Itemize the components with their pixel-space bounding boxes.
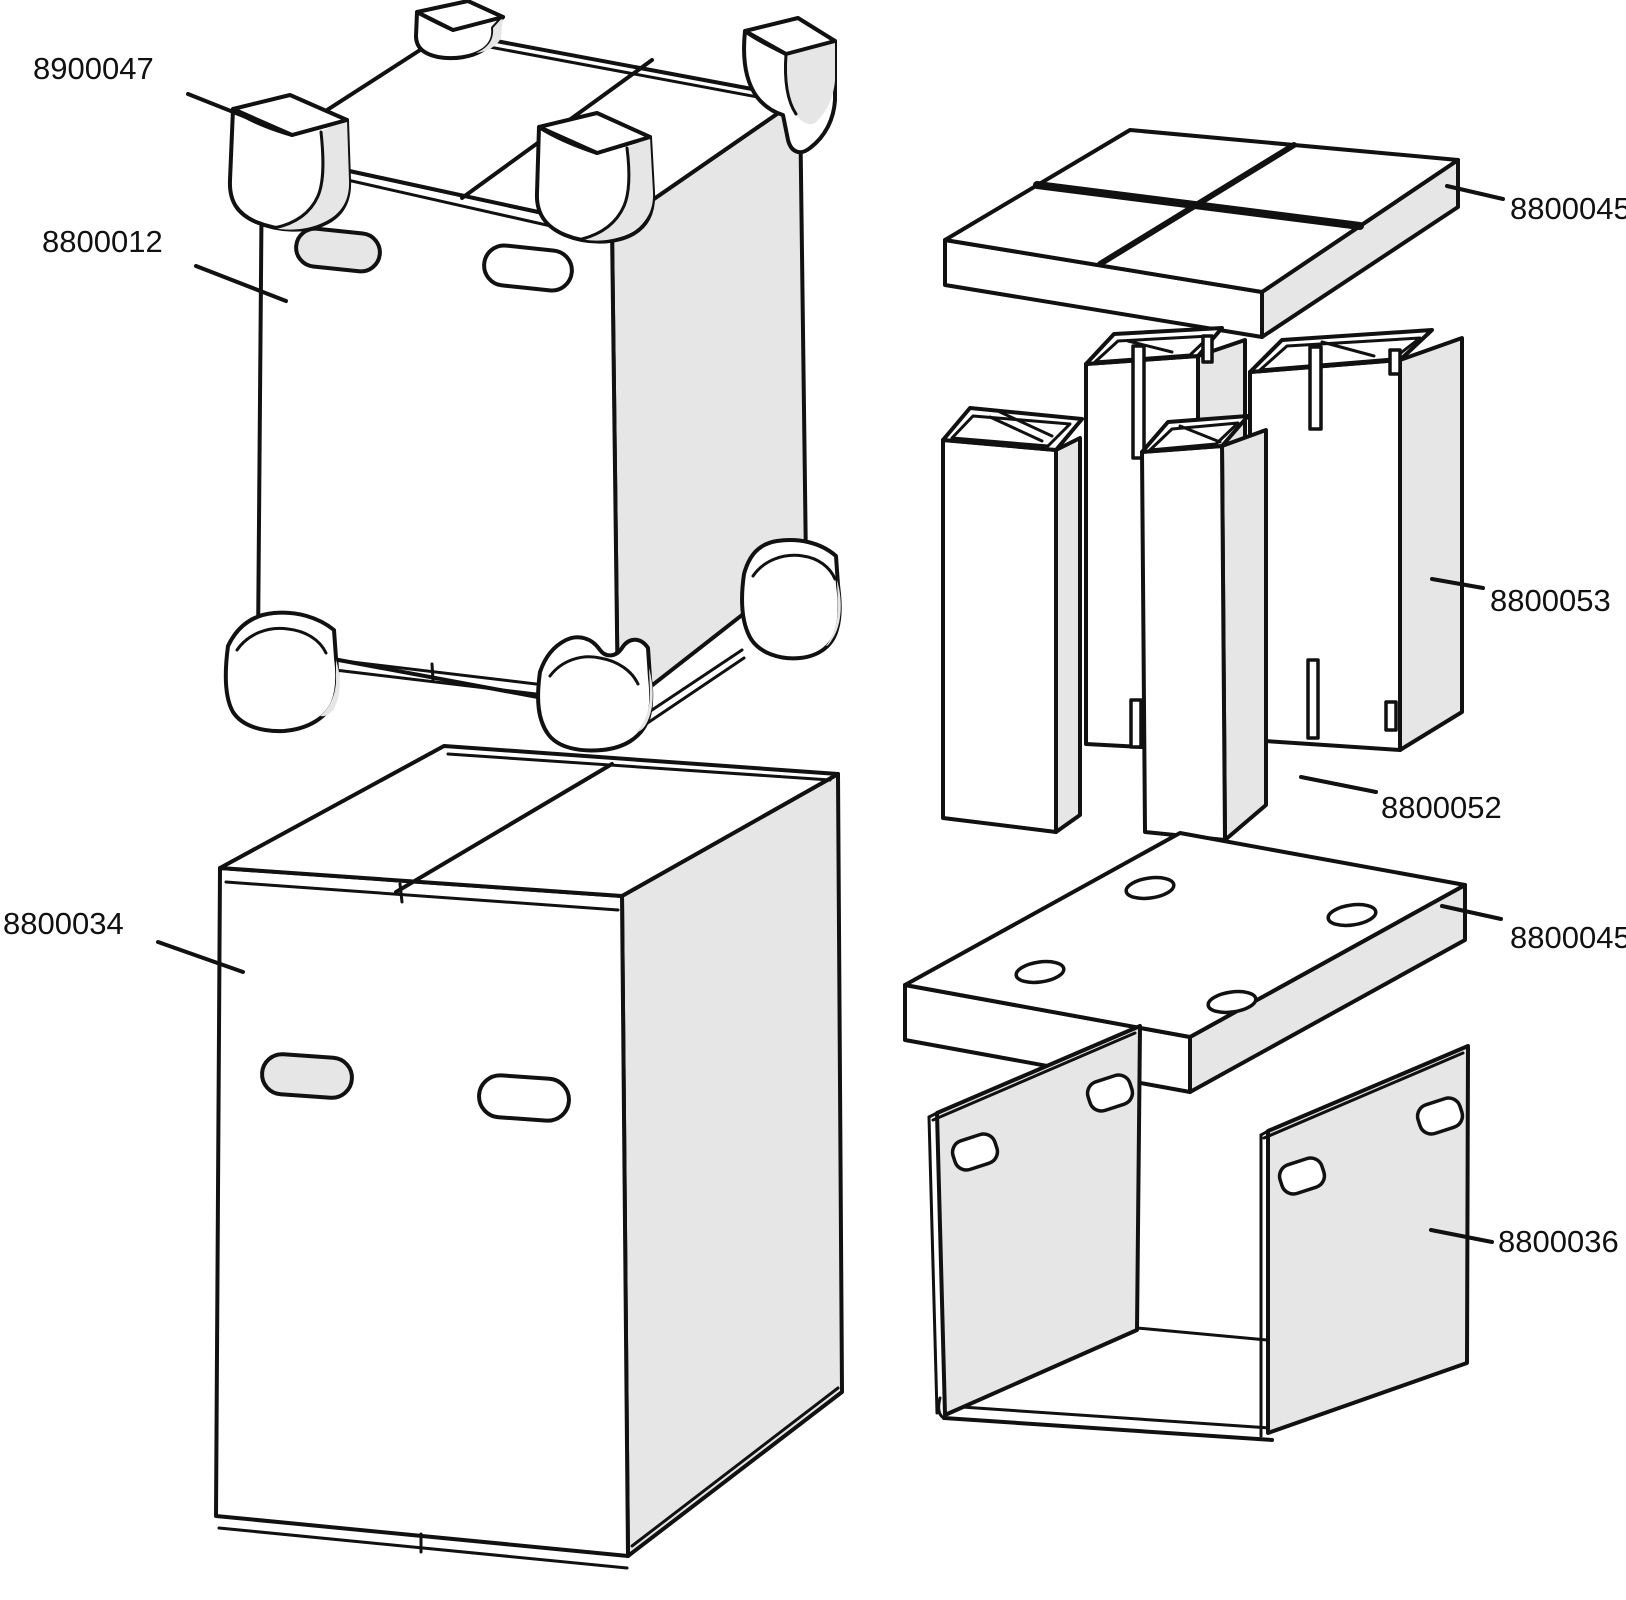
outer-box [214, 744, 844, 1570]
post-front [1140, 444, 1227, 842]
post-slot [1384, 700, 1398, 732]
post-slot [1306, 658, 1320, 740]
part-label-corner-post-tall: 8800053 [1490, 583, 1611, 618]
post-side [1220, 428, 1268, 842]
pad-top-face [903, 831, 1467, 1039]
leader-8900047 [186, 92, 258, 123]
part-label-u-wrap: 8800036 [1498, 1224, 1619, 1259]
u-wrap-floor-corner [937, 1396, 946, 1420]
u-wrap-floor-front-edge [942, 1416, 1274, 1442]
bottom-flap-line [333, 668, 538, 696]
leader-8800053 [1430, 577, 1485, 590]
corner-posts [941, 326, 1464, 842]
foam-pad-top [943, 128, 1460, 339]
top-back-edge [446, 752, 832, 782]
post-slot [1131, 344, 1146, 460]
u-wrap [927, 1024, 1470, 1442]
bottom-right-edge [644, 656, 746, 726]
leader-8800052 [1299, 775, 1378, 794]
u-wrap-floor-thickness [945, 1404, 1272, 1430]
leader-8800036 [1429, 1228, 1494, 1244]
hand-hole [950, 1132, 1000, 1172]
top-flap-seam [394, 762, 614, 894]
foam-pad-holes [903, 831, 1467, 1094]
u-wrap-floor-back-edge [1135, 1326, 1269, 1342]
post-opening-inner [950, 414, 1072, 448]
top-flap-edge [224, 880, 620, 912]
leader-8800045-mid [1440, 904, 1503, 921]
post-side [1398, 336, 1464, 752]
leader-8800045-top [1445, 184, 1505, 201]
corner-protector-top-right [742, 16, 837, 155]
handle-slot [294, 226, 382, 274]
outer-box-right-face [620, 772, 844, 1558]
post-opening-inner [1148, 421, 1240, 452]
top-back-edge [450, 38, 797, 106]
pad-groove [1097, 142, 1297, 267]
outer-box-top-face [218, 744, 840, 898]
u-wrap-left-panel [927, 1024, 1142, 1417]
post-flange [1320, 340, 1376, 358]
corner-post-c [1140, 414, 1268, 842]
handle-slot [477, 1073, 571, 1123]
leader-lines [156, 92, 1505, 1244]
corner-protector-top-back [414, 0, 505, 61]
hand-hole [1085, 1073, 1135, 1113]
bottom-flap-line [333, 658, 538, 686]
handle-slot [482, 243, 574, 293]
part-label-corner-protector: 8900047 [33, 51, 154, 86]
hand-hole [1415, 1096, 1465, 1136]
corner-protector-top-left [227, 93, 352, 232]
post-front [941, 438, 1058, 834]
part-label-foam-pad-top: 8800045 [1510, 191, 1626, 226]
bottom-right-edge [644, 648, 744, 716]
part-label-corner-post: 8800052 [1381, 790, 1502, 825]
pad-top-face [943, 128, 1460, 294]
handle-slot [260, 1052, 354, 1100]
inner-box-with-protectors [223, 0, 842, 753]
corner-protector-bottom-left [223, 610, 340, 734]
post-slot [1388, 348, 1402, 376]
corner-post-a [941, 406, 1084, 834]
bottom-flap-split [430, 662, 435, 682]
top-flap-split [398, 882, 404, 904]
post-slot [1201, 334, 1214, 364]
pad-holes [1014, 875, 1378, 1015]
post-flange [1178, 424, 1222, 444]
post-flange [988, 415, 1044, 443]
post-opening-inner [1258, 336, 1422, 372]
leader-8800012 [194, 264, 288, 303]
post-flange [998, 410, 1054, 438]
part-label-outer-box: 8800034 [3, 906, 124, 941]
part-label-inner-box: 8800012 [42, 224, 163, 259]
post-slot [1308, 345, 1323, 431]
u-wrap-right-panel [1259, 1044, 1470, 1438]
outer-box-front-face [214, 866, 630, 1558]
corner-post-d [1248, 328, 1464, 752]
post-slot [1129, 698, 1143, 749]
bottom-right-edge [630, 1386, 840, 1548]
leader-8800034 [156, 940, 245, 974]
corner-protector-bottom-right [740, 538, 842, 661]
corner-protector-bottom-front [536, 635, 654, 753]
post-side [1054, 436, 1082, 834]
corner-protector-top-front [534, 111, 656, 244]
part-label-foam-pad-holes: 8800045 [1510, 920, 1626, 955]
post-flange [1126, 339, 1174, 354]
bottom-flap-line [217, 1526, 629, 1570]
hand-hole [1277, 1156, 1327, 1196]
post-front [1248, 358, 1402, 752]
